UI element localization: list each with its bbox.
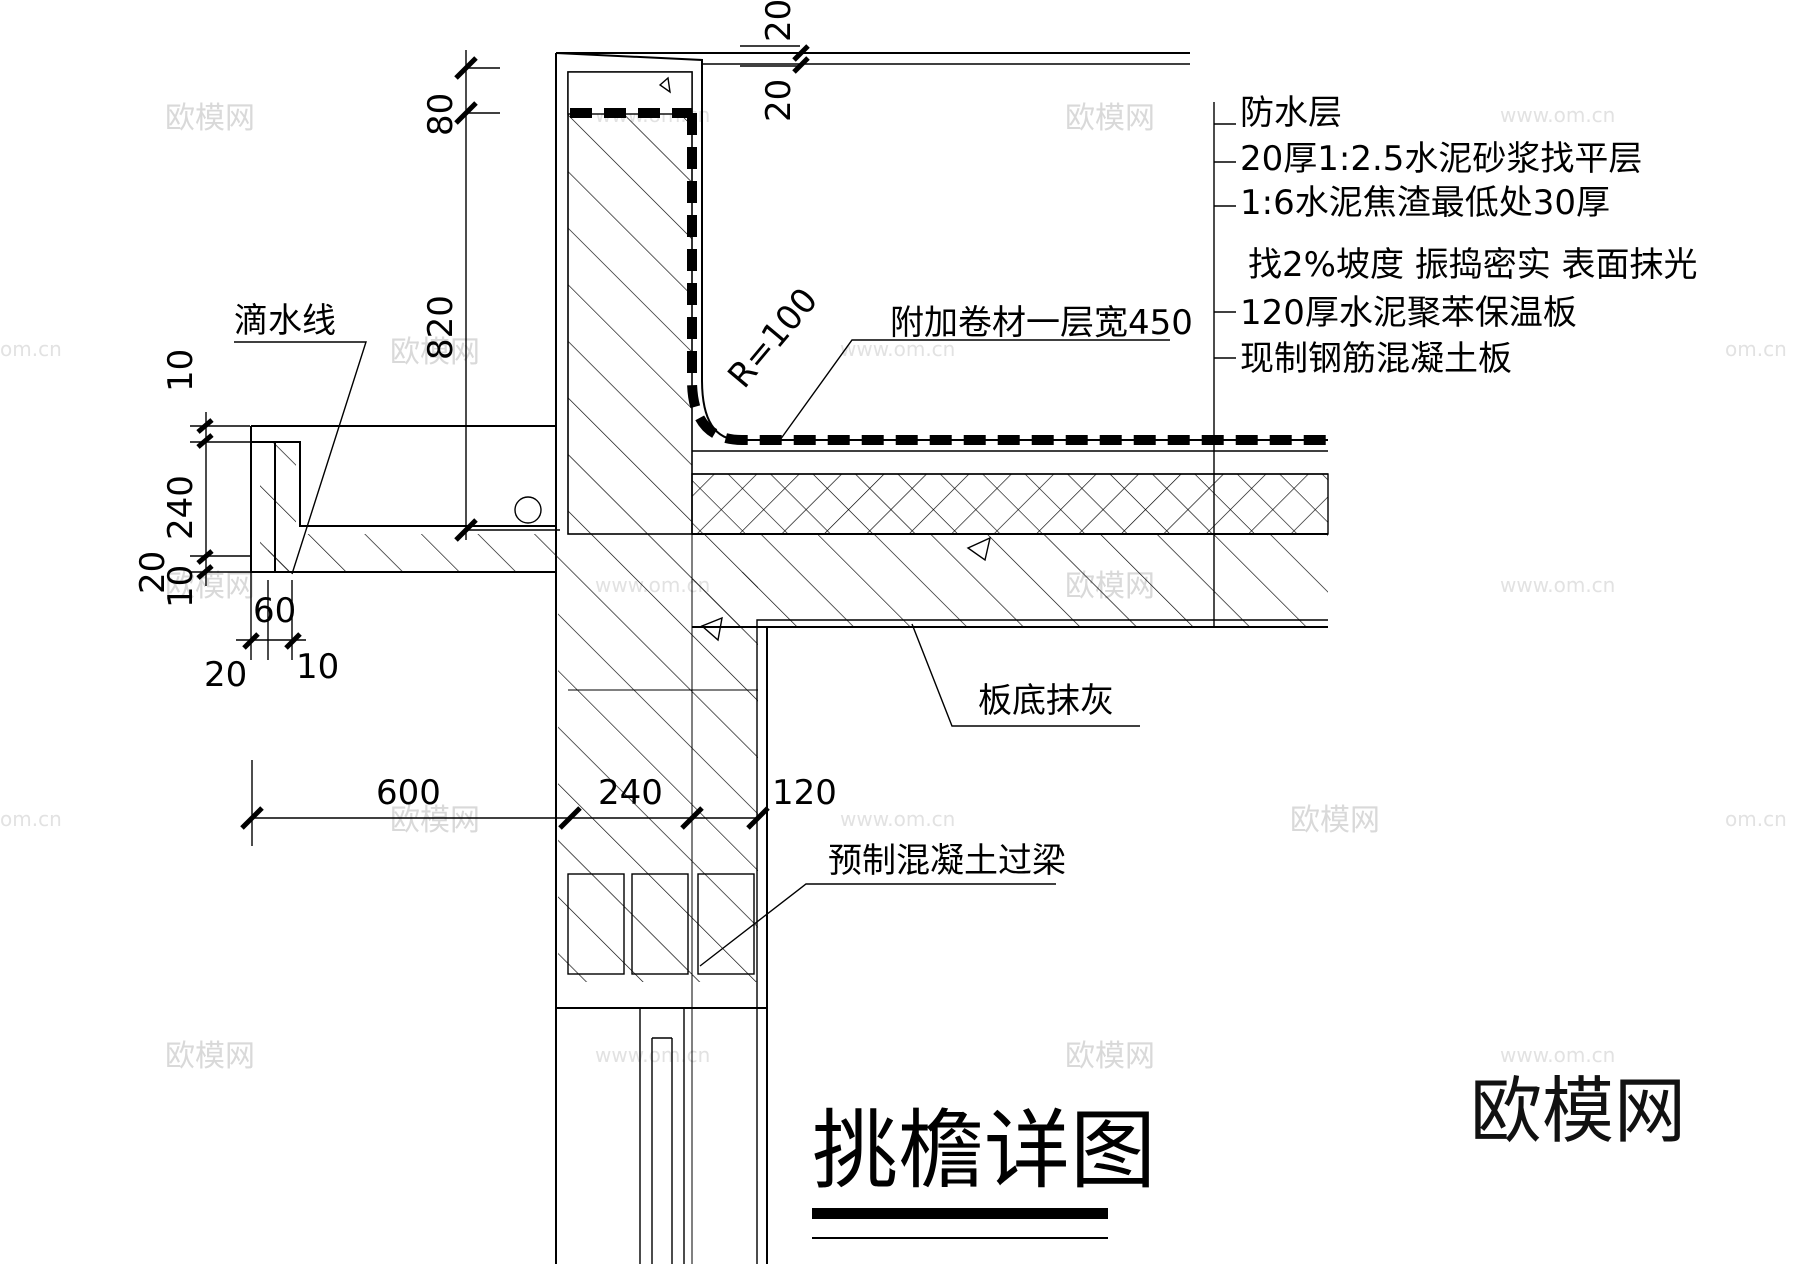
watermark-url: www.om.cn	[1500, 573, 1615, 597]
watermark-brand: 欧模网	[165, 1039, 255, 1074]
watermark-url: www.om.cn	[1500, 1043, 1615, 1067]
title-block: 挑檐详图	[812, 1101, 1156, 1239]
watermark-url: om.cn	[1725, 807, 1787, 831]
dim-parapet-top-20a: 20	[759, 0, 799, 42]
concrete-structure	[260, 71, 1329, 982]
watermark-brand: 欧模网	[390, 335, 480, 370]
label-precast-lintel: 预制混凝土过梁	[828, 841, 1066, 881]
label-drip-line: 滴水线	[234, 301, 336, 341]
watermark-url: www.om.cn	[840, 337, 955, 361]
layer-insulation: 120厚水泥聚苯保温板	[1240, 293, 1577, 333]
watermark-brand: 欧模网	[165, 569, 255, 604]
dimension-texts: 20 20 80 820 10 240 20 10 60 20 10 600 2…	[133, 0, 837, 813]
watermark-brand: 欧模网	[1065, 1039, 1155, 1074]
label-ceiling-plaster: 板底抹灰	[978, 681, 1114, 721]
parapet-concrete	[567, 71, 693, 535]
wall-concrete	[558, 572, 758, 982]
dim-eave-10-right: 10	[296, 647, 339, 687]
label-radius: R=100	[720, 280, 826, 395]
watermark-brand: 欧模网	[390, 803, 480, 838]
dim-overhang-600: 600	[376, 773, 441, 813]
annotations: 滴水线 附加卷材一层宽450 R=100 板底抹灰 预制混凝土过梁 防水层 20…	[234, 93, 1698, 881]
dim-eave-20: 20	[133, 551, 173, 594]
watermark-brand: 欧模网	[1065, 101, 1155, 136]
layer-rc-slab: 现制钢筋混凝土板	[1240, 339, 1512, 379]
title-underline-thick	[812, 1208, 1108, 1219]
brand-logo: 欧模网	[1470, 1069, 1686, 1153]
dim-parapet-820: 820	[421, 295, 461, 360]
drawing-title: 挑檐详图	[812, 1101, 1156, 1201]
parapet-cap	[567, 71, 693, 115]
layer-slag-fill: 1:6水泥焦渣最低处30厚	[1240, 183, 1610, 223]
dim-eave-20-bottom: 20	[204, 655, 247, 695]
watermark-url: www.om.cn	[1500, 103, 1615, 127]
dim-wall-240: 240	[598, 773, 663, 813]
layer-leveling: 20厚1:2.5水泥砂浆找平层	[1240, 139, 1642, 179]
drip-lip	[260, 442, 296, 572]
eave-slab	[268, 534, 692, 572]
watermark-brand: 欧模网	[165, 101, 255, 136]
watermark-url: om.cn	[0, 337, 62, 361]
outline	[250, 52, 1328, 1264]
leader-lines	[234, 102, 1236, 967]
label-extra-membrane: 附加卷材一层宽450	[890, 303, 1193, 343]
layer-slope-note: 找2%坡度 振捣密实 表面抹光	[1248, 245, 1698, 285]
insulation-board	[691, 473, 1329, 535]
watermark-url: www.om.cn	[840, 807, 955, 831]
dim-parapet-top-20b: 20	[759, 79, 799, 122]
watermark-url: om.cn	[1725, 337, 1787, 361]
dimension-lines	[190, 44, 810, 846]
watermark-brand: 欧模网	[1290, 803, 1380, 838]
layer-waterproof: 防水层	[1240, 93, 1342, 133]
dim-parapet-80: 80	[421, 93, 461, 136]
dim-eave-10-top: 10	[161, 349, 201, 392]
roof-slab	[692, 534, 1328, 627]
dim-eave-60: 60	[253, 591, 296, 631]
dim-eave-240: 240	[161, 475, 201, 540]
dim-eave-10-bottom: 10	[161, 565, 201, 608]
watermark-url: om.cn	[0, 807, 62, 831]
dim-wall-120: 120	[772, 773, 837, 813]
